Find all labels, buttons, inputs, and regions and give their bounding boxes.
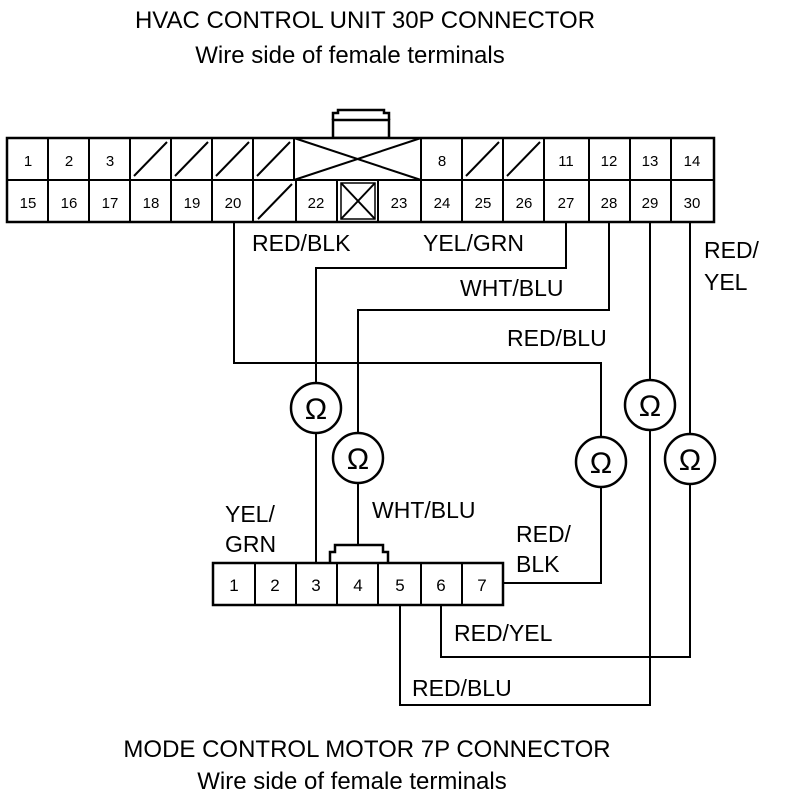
wire-label: GRN [225,531,276,557]
pin-label: 4 [353,576,362,595]
ohm-symbol: Ω [305,393,327,426]
pin-label: 15 [20,195,37,212]
pin-label: 20 [225,195,242,212]
top-connector-subtitle: Wire side of female terminals [195,42,504,69]
ohmmeter-icon [663,432,717,486]
hvac-30p-connector: 1 2 3 8 11 12 13 14 15 16 17 18 19 20 22… [5,108,716,224]
pin-label: 1 [24,153,32,170]
empty-slot-mark [257,183,293,220]
wire-label: RED/ [516,521,572,547]
empty-slot-mark [465,141,500,177]
empty-slot-mark [256,141,291,177]
wires [233,222,691,706]
empty-slot-mark [506,141,541,177]
wire-label: YEL [704,269,748,295]
pin-label: 8 [438,153,446,170]
pin-label: 2 [270,576,279,595]
pin-label: 29 [642,195,659,212]
ohmmeter-d: Ω [623,378,677,432]
bottom-connector-subtitle: Wire side of female terminals [197,768,506,795]
pin-label: 2 [65,153,73,170]
ohm-symbol: Ω [590,447,612,480]
mode-motor-7p-connector: 1 2 3 4 5 6 7 [211,543,505,607]
wire-label: YEL/GRN [423,230,524,256]
wire-label: WHT/BLU [460,275,564,301]
wire-label: RED/ [704,237,760,263]
pin-label: 7 [477,576,486,595]
pin-label: 19 [184,195,201,212]
pin-label: 13 [642,153,659,170]
wire-red-blk [503,487,602,584]
wire-label: BLK [516,551,560,577]
ohmmeter-c: Ω [574,435,628,489]
pin-label: 17 [102,195,119,212]
ohmmeter-a: Ω [289,381,343,435]
ohmmeter-e: Ω [663,432,717,486]
blocked-cavity-mark [293,137,422,181]
wire-label: RED/BLK [252,230,351,256]
ohm-symbol: Ω [679,444,701,477]
ohmmeter-icon [289,381,343,435]
wire-red-yel [440,484,691,658]
pin-label: 6 [436,576,445,595]
empty-slot-mark [133,141,168,177]
ohmmeter-b: Ω [331,431,385,485]
pin-label: 30 [684,195,701,212]
pin-label: 12 [601,153,618,170]
wire-label: RED/BLU [412,675,512,701]
ohmmeter-icon [331,431,385,485]
pin-label: 25 [475,195,492,212]
ohmmeter-icon [574,435,628,489]
pin-label: 28 [601,195,618,212]
empty-slot-mark [215,141,250,177]
pin-label: 1 [229,576,238,595]
bottom-connector-title: MODE CONTROL MOTOR 7P CONNECTOR [123,736,610,763]
pin-label: 22 [308,195,325,212]
pin-label: 3 [106,153,114,170]
blocked-cavity-mark [340,182,376,220]
pin-label: 14 [684,153,701,170]
pin-label: 3 [311,576,320,595]
wire-red-blu [399,430,651,706]
pin-label: 26 [516,195,533,212]
ohm-symbol: Ω [639,390,661,423]
pin-label: 16 [61,195,78,212]
wire-red-blk [233,222,602,437]
wire-wht-blu [357,222,610,433]
wire-label: YEL/ [225,501,275,527]
pin-label: 11 [558,153,574,170]
pin-label: 5 [395,576,404,595]
wire-label: RED/BLU [507,325,607,351]
ohm-symbol: Ω [347,443,369,476]
pin-label: 27 [558,195,575,212]
empty-slot-mark [174,141,209,177]
pin-label: 24 [434,195,451,212]
top-connector-title: HVAC CONTROL UNIT 30P CONNECTOR [135,7,595,34]
wire-label: RED/YEL [454,620,553,646]
ohmmeter-icon [623,378,677,432]
pin-label: 23 [391,195,408,212]
wire-label: WHT/BLU [372,497,476,523]
wire-yel-grn [315,222,567,383]
pin-label: 18 [143,195,160,212]
